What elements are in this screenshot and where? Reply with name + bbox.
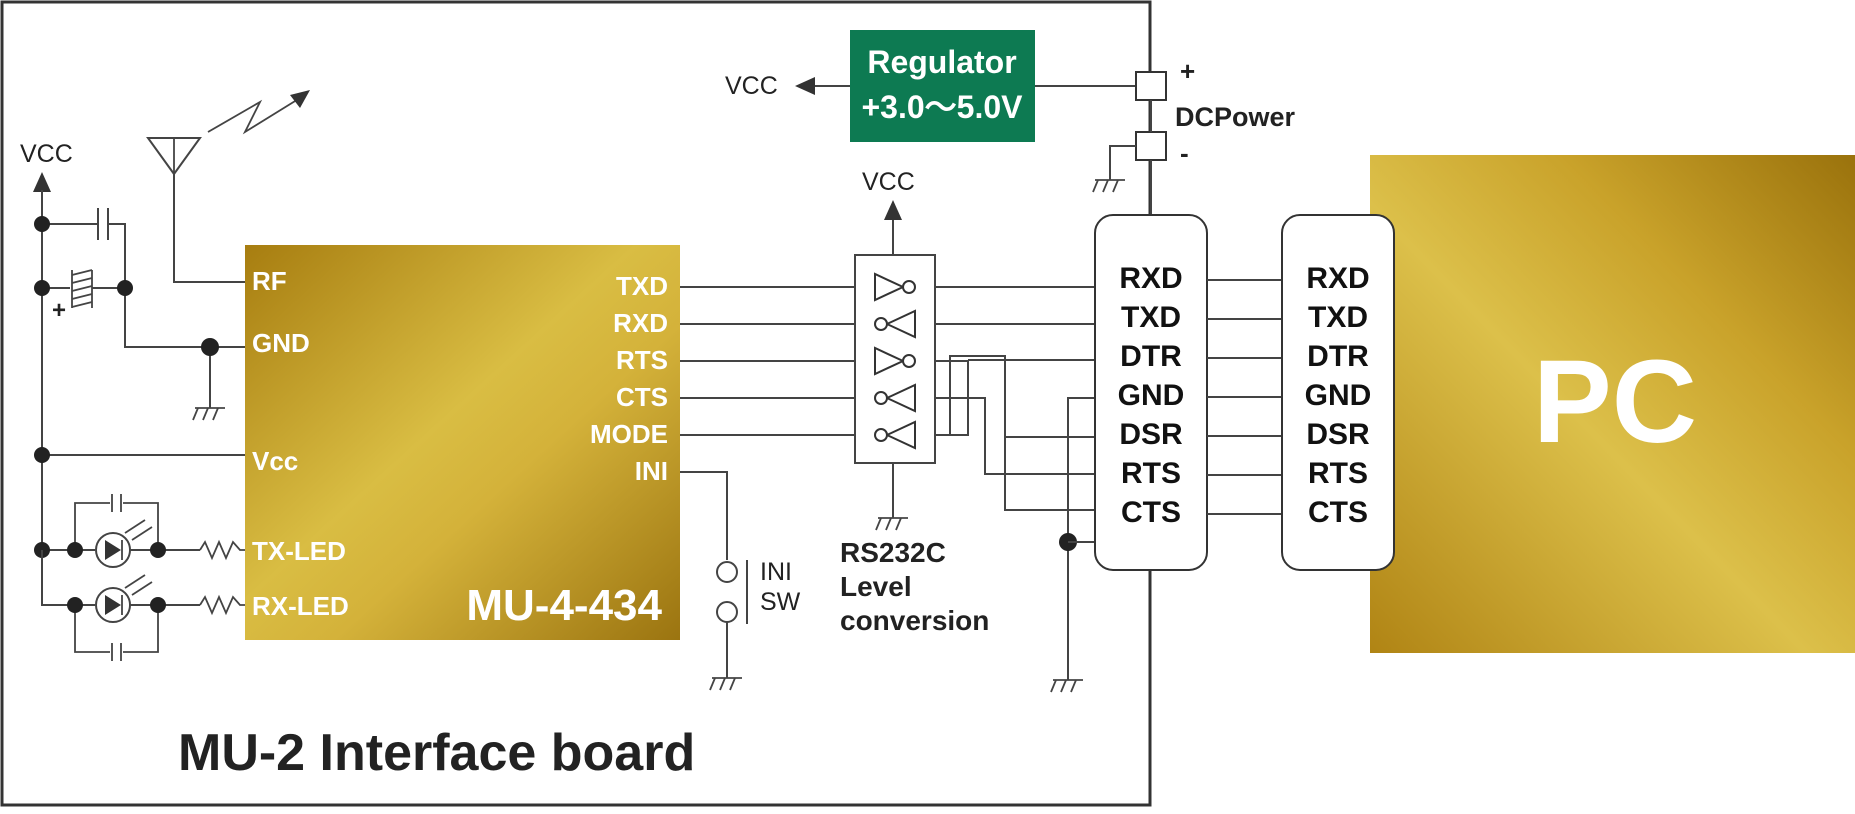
level-conversion-label-2: Level	[840, 571, 912, 602]
tx-led-emission-arrows-icon	[124, 519, 153, 541]
pc-conn-pin-txd: TXD	[1308, 301, 1368, 334]
module-pin-ini: INI	[635, 456, 668, 486]
tx-cap-wire-right	[123, 502, 159, 550]
ini-switch-label-1: INI	[760, 558, 792, 586]
electrolytic-capacitor-icon: +	[52, 269, 93, 324]
module-pin-cts: CTS	[616, 382, 668, 412]
rf-wire	[173, 174, 245, 283]
conn-cts-wire	[949, 355, 1095, 511]
buffer-icon	[874, 420, 916, 450]
svg-text:+: +	[52, 297, 66, 324]
radio-wave-icon	[207, 90, 310, 135]
ini-switch-label-2: SW	[760, 588, 801, 616]
board-conn-pin-rts: RTS	[1121, 457, 1181, 490]
pc-conn-pin-gnd: GND	[1305, 379, 1372, 412]
board-conn-pin-cts: CTS	[1121, 496, 1181, 529]
regulator-voltage: +3.0～5.0V	[861, 89, 1023, 125]
module-pin-mode: MODE	[590, 419, 668, 449]
board-conn-pin-dtr: DTR	[1120, 340, 1182, 373]
pc-conn-pin-rts: RTS	[1308, 457, 1368, 490]
junction-dot	[150, 597, 166, 613]
regulator-block	[850, 30, 1035, 142]
pc-block	[1370, 155, 1855, 653]
module-pin-rx-led: RX-LED	[252, 591, 349, 621]
junction-dot	[150, 542, 166, 558]
rx-led-resistor-icon	[199, 594, 245, 616]
level-vcc-arrow	[884, 200, 902, 220]
module-pin-rf: RF	[252, 266, 287, 296]
junction-dot	[67, 597, 83, 613]
rx-led-emission-arrows-icon	[124, 574, 153, 596]
ini-ground-icon	[709, 677, 742, 691]
junction-dot	[201, 338, 219, 356]
vcc-label-regulator: VCC	[725, 72, 778, 100]
board-conn-pin-dsr: DSR	[1119, 418, 1183, 451]
pc-conn-pin-cts: CTS	[1308, 496, 1368, 529]
board-conn-pin-txd: TXD	[1121, 301, 1181, 334]
dc-plus-label: +	[1180, 56, 1195, 86]
connector-ground-icon	[1050, 679, 1083, 693]
dc-terminal-plus	[1135, 71, 1167, 101]
ini-switch-contact-top	[716, 561, 738, 583]
rx-led-diode	[105, 595, 121, 615]
level-conversion-label-1: RS232C	[840, 537, 946, 568]
junction-dot	[34, 280, 50, 296]
junction-dot	[34, 447, 50, 463]
pc-conn-pin-rxd: RXD	[1306, 262, 1369, 295]
junction-dot	[34, 216, 50, 232]
module-block	[245, 245, 680, 640]
pc-connector	[1281, 214, 1395, 571]
buffer-icon	[874, 272, 916, 302]
buffer-icon	[874, 346, 916, 376]
pc-label: PC	[1533, 336, 1697, 468]
buffer-icon	[874, 383, 916, 413]
level-ground-icon	[875, 517, 908, 531]
board-conn-pin-gnd: GND	[1118, 379, 1185, 412]
module-pin-txd: TXD	[616, 271, 668, 301]
vcc-label-left: VCC	[20, 140, 73, 168]
rx-cap-wire-right	[123, 605, 159, 653]
dc-power-label: DCPower	[1175, 102, 1296, 132]
regulator-title: Regulator	[867, 44, 1016, 80]
buffer-icon	[874, 309, 916, 339]
antenna-icon	[146, 137, 202, 176]
left-vcc-arrow	[33, 172, 51, 192]
rx-cap-wire-left	[74, 605, 110, 653]
dc-minus-label: -	[1180, 138, 1189, 168]
junction-dot	[67, 542, 83, 558]
module-pin-tx-led: TX-LED	[252, 536, 346, 566]
conn-gnd-wire	[1067, 397, 1095, 680]
module-ground-icon	[192, 407, 225, 421]
tx-led-diode	[105, 540, 121, 560]
dc-ground-wire	[1109, 145, 1136, 180]
ini-wire	[680, 471, 728, 560]
junction-dot	[117, 280, 133, 296]
module-pin-rxd: RXD	[613, 308, 668, 338]
tx-cap-wire-left	[74, 502, 110, 550]
module-pin-vcc: Vcc	[252, 446, 298, 476]
module-name: MU-4-434	[466, 581, 662, 630]
conn-rts-wire	[935, 397, 1095, 475]
pc-conn-pin-dtr: DTR	[1307, 340, 1369, 373]
tx-led-resistor-icon	[199, 539, 245, 561]
dc-terminal-minus	[1135, 131, 1167, 161]
board-conn-pin-rxd: RXD	[1119, 262, 1182, 295]
board-connector	[1094, 214, 1208, 571]
cap1-wire-right	[108, 223, 126, 288]
level-conversion-label-3: conversion	[840, 605, 989, 636]
vcc-label-level: VCC	[862, 168, 915, 196]
cable-wires	[1207, 279, 1282, 515]
ini-switch-contact-bottom	[716, 601, 738, 623]
module-pin-gnd: GND	[252, 328, 310, 358]
dc-ground-icon	[1092, 179, 1125, 193]
module-pin-rts: RTS	[616, 345, 668, 375]
pc-conn-pin-dsr: DSR	[1306, 418, 1370, 451]
regulator-vcc-arrow	[795, 77, 815, 95]
board-title: MU-2 Interface board	[178, 724, 695, 782]
